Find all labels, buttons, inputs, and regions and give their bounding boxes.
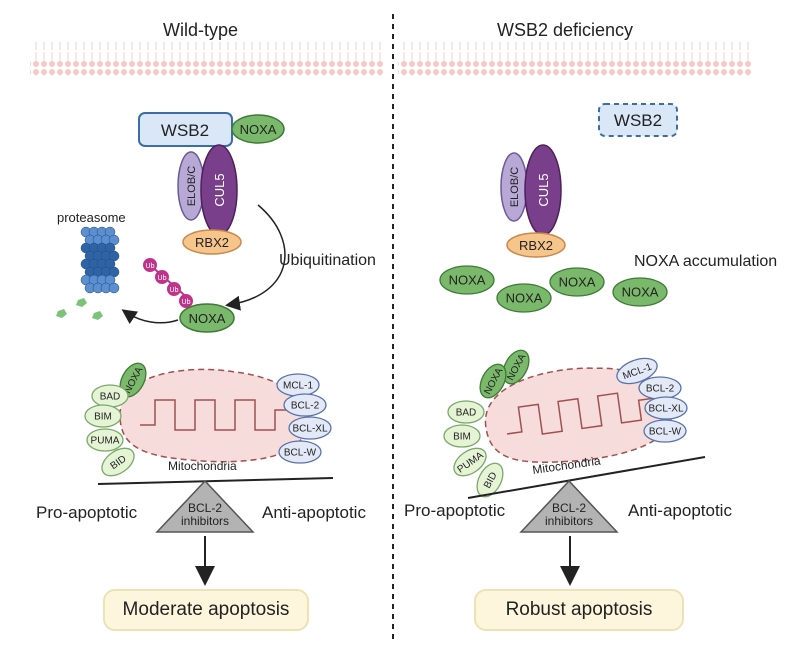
anti-apoptotic-right: Anti-apoptotic [628,501,732,520]
pro-protein-left-bim-text: BIM [94,412,112,423]
noxa-accumulated-0-text: NOXA [449,273,486,288]
pro-protein-left-puma: PUMA [86,428,124,452]
noxa-accumulated-3: NOXA [612,277,668,307]
ub-text: Ub [182,299,191,306]
balance-beam-right [467,456,706,499]
inhibitor-right-1: BCL-2 [552,501,586,515]
title-left: Wild-type [163,20,239,40]
elob-label-right: ELOB/C [509,167,521,207]
cul5-label-left: CUL5 [212,173,227,206]
anti-protein-left-bcl-xl-text: BCL-XL [292,424,327,435]
noxa-accumulated-1: NOXA [496,283,552,313]
fulcrum-left [155,479,255,533]
anti-protein-left-bcl-xl: BCL-XL [288,416,332,440]
anti-protein-right-bcl-xl-text: BCL-XL [648,404,683,415]
pro-protein-right-1: NOXA [479,363,507,399]
pro-protein-left-puma-text: PUMA [91,436,120,447]
pro-apoptotic-right: Pro-apoptotic [404,501,506,520]
proteasome-icon [80,226,120,294]
fulcrum-right [519,479,619,533]
mitochondria-left [119,368,307,463]
anti-protein-right-bcl-xl: BCL-XL [644,396,688,420]
rbx2-left [182,229,242,255]
wsb2-box-right [598,103,678,137]
cell-membrane-left [30,42,385,76]
anti-protein-left-mcl-1: MCL-1 [276,373,320,397]
inhibitor-right-2: inhibitors [545,514,593,528]
pro-protein-left-bid: BID [101,447,135,477]
pro-protein-right-2-text: BAD [456,408,477,419]
anti-protein-left-bcl-w-text: BCL-W [284,448,317,459]
inhibitor-left-1: BCL-2 [188,501,222,515]
noxa-bound [231,114,285,144]
anti-protein-left-mcl-1-text: MCL-1 [283,381,313,392]
mito-label-left: Mitochondria [168,459,237,473]
pro-protein-right-0: NOXA [502,349,530,385]
noxa-accumulated-3-text: NOXA [622,285,659,300]
proteasome-label: proteasome [57,210,126,225]
elob-label-left: ELOB/C [186,166,198,206]
noxa-free [179,303,235,333]
pro-protein-left-bim: BIM [84,404,122,428]
wsb2-label-left: WSB2 [161,121,209,140]
rbx2-label-left: RBX2 [195,235,229,250]
balance-beam-left [97,477,334,485]
anti-protein-right-mcl-1: MCL-1 [616,357,658,385]
anti-protein-right-bcl-2: BCL-2 [638,376,682,400]
pro-protein-left-bad: BAD [91,384,129,408]
anti-protein-right-bcl-w-text: BCL-W [649,427,682,438]
rbx2-right [506,232,566,258]
pro-protein-right-3-text: BIM [453,432,471,443]
degradation-arrow [121,309,179,324]
pro-protein-right-5: BID [476,462,504,498]
ubiquitin-chain: Ub Ub Ub Ub [143,258,193,308]
ub-text: Ub [170,287,179,294]
peptide-fragments-icon [56,298,103,320]
mitochondria-right [484,367,672,463]
outcome-left: Moderate apoptosis [103,589,309,631]
inhibitor-left-2: inhibitors [181,514,229,528]
ub-text: Ub [146,263,155,270]
anti-protein-left-bcl-2: BCL-2 [283,393,327,417]
pro-protein-left-noxa: NOXA [119,362,147,398]
noxa-accumulated-1-text: NOXA [506,291,543,306]
wsb2-label-right: WSB2 [614,111,662,130]
anti-protein-right-bcl-w: BCL-W [643,419,687,443]
pro-protein-right-3: BIM [443,424,481,448]
cul5-label-right: CUL5 [536,173,551,206]
anti-protein-right-bcl-2-text: BCL-2 [646,384,675,395]
accumulation-label: NOXA accumulation [634,253,777,270]
ub-text: Ub [158,275,167,282]
outcome-right: Robust apoptosis [474,589,684,631]
pro-apoptotic-left: Pro-apoptotic [36,503,138,522]
anti-protein-left-bcl-w: BCL-W [278,440,322,464]
ubiquitination-arrow [225,204,286,311]
pro-protein-right-2: BAD [447,400,485,424]
noxa-free-label: NOXA [189,311,226,326]
pro-protein-left-bad-text: BAD [100,392,121,403]
anti-protein-left-bcl-2-text: BCL-2 [291,401,320,412]
title-right: WSB2 deficiency [497,20,634,40]
cell-membrane-right [398,42,753,76]
noxa-accumulated-2-text: NOXA [559,275,596,290]
anti-apoptotic-left: Anti-apoptotic [262,503,366,522]
rbx2-label-right: RBX2 [519,238,553,253]
noxa-accumulated-2: NOXA [549,267,605,297]
noxa-accumulated-0: NOXA [439,265,495,295]
noxa-bound-label: NOXA [240,122,277,137]
ubiquitination-label: Ubiquitination [279,252,376,269]
